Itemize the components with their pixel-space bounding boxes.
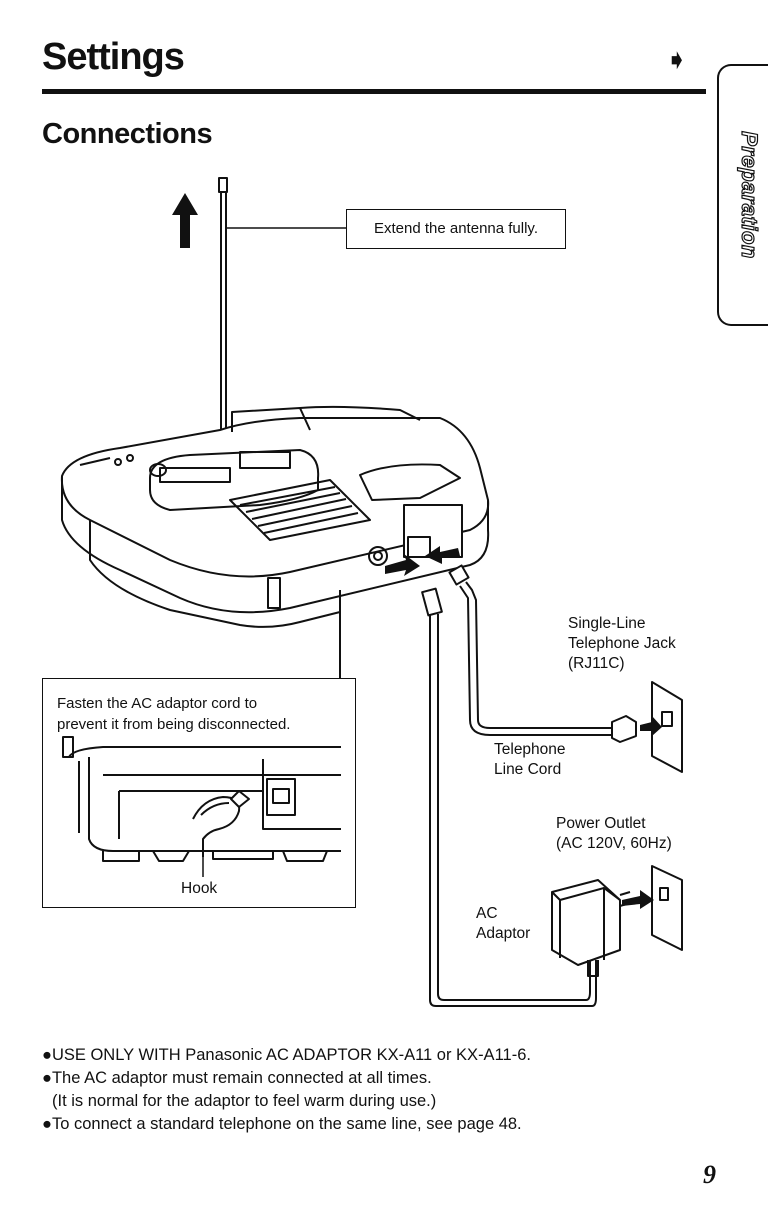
outlet-label: Power Outlet (AC 120V, 60Hz) [556, 814, 672, 854]
adaptor-label: AC Adaptor [476, 904, 530, 944]
ac-adaptor-cord [421, 587, 597, 1007]
note-item: (It is normal for the adaptor to feel wa… [52, 1092, 437, 1110]
hook-detail-drawing [62, 736, 341, 877]
power-outlet [622, 865, 683, 951]
jack-label-line: Single-Line [568, 615, 646, 632]
note-item: ●USE ONLY WITH Panasonic AC ADAPTOR KX-A… [42, 1046, 531, 1064]
section-title: Connections [42, 118, 213, 150]
telephone-line-cord [448, 564, 612, 736]
line-cord-label: Telephone Line Cord [494, 740, 566, 780]
inset-text-line: prevent it from being disconnected. [57, 716, 291, 733]
antenna-callout: Extend the antenna fully. [346, 209, 566, 249]
adaptor-label-line: Adaptor [476, 925, 531, 942]
wall-jack [611, 681, 683, 773]
note-item: ●The AC adaptor must remain connected at… [42, 1069, 432, 1087]
base-unit [60, 405, 490, 680]
line-cord-label-line: Line Cord [494, 761, 562, 778]
hook-label: Hook [181, 880, 218, 897]
continue-arrow-icon: ➧ [665, 44, 689, 75]
notes-list: ●USE ONLY WITH Panasonic AC ADAPTOR KX-A… [42, 1044, 531, 1136]
outlet-label-line: (AC 120V, 60Hz) [556, 835, 672, 852]
side-tab: Preparation [717, 64, 768, 326]
ac-adaptor [551, 879, 631, 977]
jack-label-line: (RJ11C) [568, 655, 625, 672]
inset-instruction: Fasten the AC adaptor cord to prevent it… [57, 693, 290, 735]
page-number: 9 [703, 1160, 716, 1189]
adaptor-label-line: AC [476, 905, 498, 922]
jack-label: Single-Line Telephone Jack (RJ11C) [568, 614, 676, 674]
line-cord-label-line: Telephone [494, 741, 566, 758]
note-item: ●To connect a standard telephone on the … [42, 1115, 522, 1133]
hook-detail-inset: Fasten the AC adaptor cord to prevent it… [42, 678, 356, 908]
page-title: Settings [42, 36, 185, 78]
title-rule [42, 89, 706, 94]
up-arrow-icon [172, 193, 198, 248]
jack-label-line: Telephone Jack [568, 635, 676, 652]
inset-text-line: Fasten the AC adaptor cord to [57, 695, 258, 712]
outlet-label-line: Power Outlet [556, 815, 646, 832]
